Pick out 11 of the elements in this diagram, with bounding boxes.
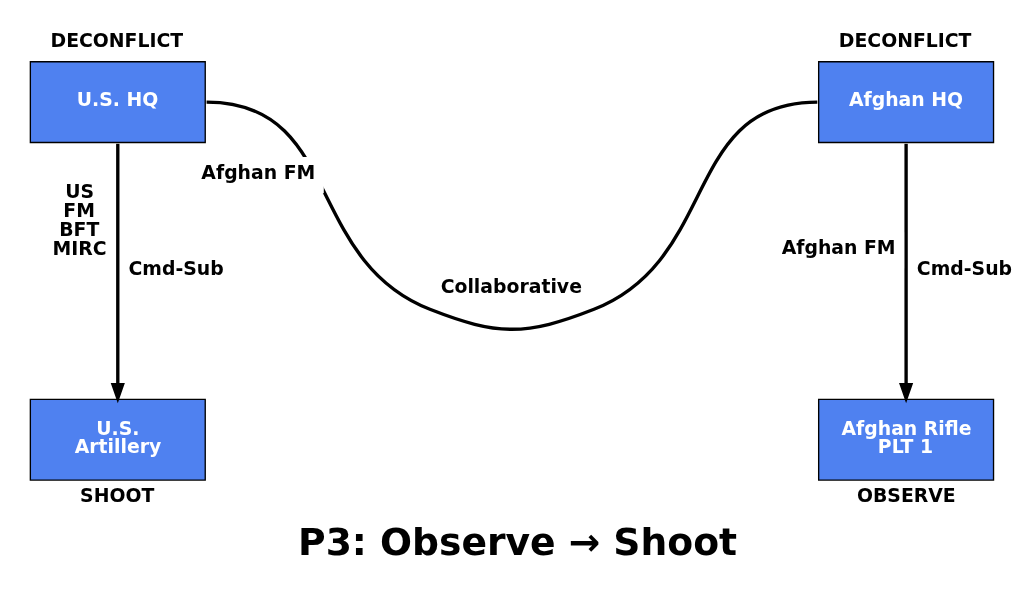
node-label: DECONFLICT [838, 30, 972, 52]
label: US FM BFT MIRC [52, 181, 107, 259]
node-label: OBSERVE [857, 484, 956, 506]
edge-label: Cmd-Sub [128, 257, 224, 279]
diagram-title: P3: Observe → Shoot [298, 520, 738, 565]
node-label: DECONFLICT [50, 30, 184, 52]
edge-label: Cmd-Sub [916, 257, 1013, 279]
label: Afghan FM [781, 237, 896, 259]
label: Afghan FM [201, 161, 316, 183]
node-label: SHOOT [80, 484, 155, 506]
edge-label: Collaborative [440, 275, 582, 297]
